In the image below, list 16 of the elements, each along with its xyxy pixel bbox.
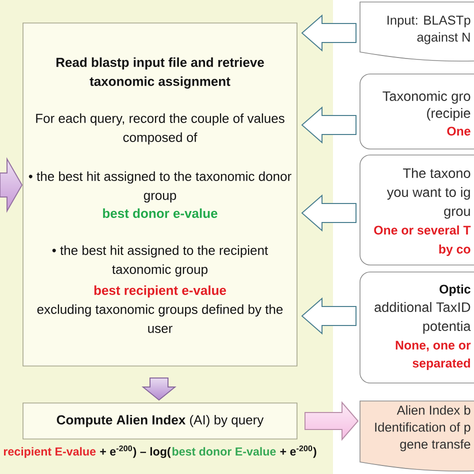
node-label: recipient E-value xyxy=(4,447,96,458)
node-label: best donor E-value xyxy=(172,447,276,456)
process-box: Read blastp input file and retrieve taxonomic assignment For each query, record the couple of values composed of • the best hit assigned to the taxonomic donor group best donor e-value • the best hit assigned to the recipient taxonomic group best recipient e-value excluding taxonomic groups defined by the user xyxy=(22,22,298,366)
formula-text: recipient E-value + e$^{-200}$) – log(best donor E-value + e$^{-200}$) xyxy=(4,445,316,458)
document-box: Alien Index b Identification of p gene transfe xyxy=(360,400,474,472)
node-label: + e$^{-200}$) – log( xyxy=(100,445,171,458)
rounded-box: The taxono you want to ig grou One or several T by co xyxy=(360,154,474,266)
rounded-box: Optic additional TaxID potentia None, one or separated xyxy=(360,272,474,384)
block-arrow xyxy=(301,194,356,232)
rounded-box: Taxonomic gro (recipie One xyxy=(360,74,474,150)
block-arrow xyxy=(301,297,356,335)
document-box: Input: BLASTp against N xyxy=(360,2,474,62)
node-label: + e$^{-200}$) xyxy=(280,445,316,458)
block-arrow xyxy=(301,14,356,52)
process-box: Compute Alien Index (AI) by query xyxy=(22,402,298,440)
block-arrow xyxy=(301,106,356,144)
